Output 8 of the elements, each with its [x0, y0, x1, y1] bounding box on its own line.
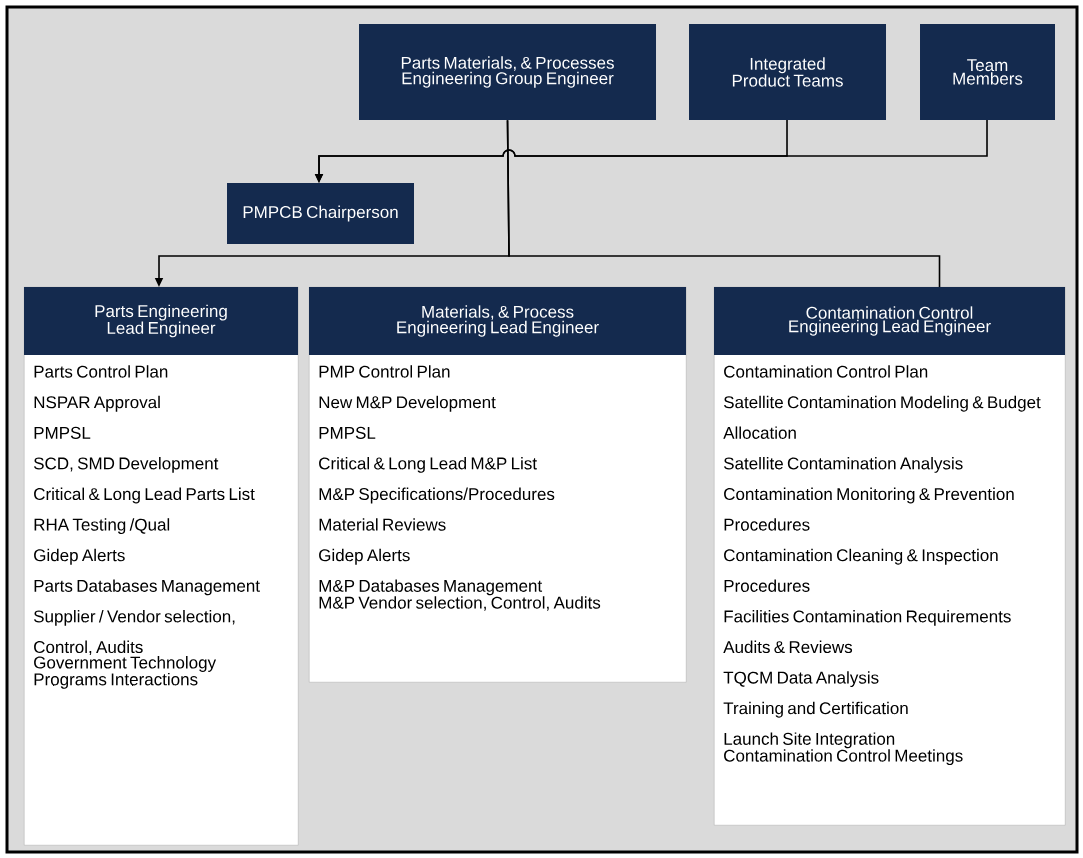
column-card: Materials, & Process Engineering Lead Engineer PMP Control Plan New M&P Development PMPSL Critical & Long Lead M&P List M&P Specifications/Procedures Material Reviews Gidep Alerts M&P Databases Management M&P Vendor selection, Control, Audits: [309, 287, 687, 683]
role-box: PMPCB Chairperson: [227, 183, 414, 244]
role-box: Integrated Product Teams: [689, 24, 886, 120]
column-card: Contamination Control Engineering Lead Engineer Contamination Control Plan Satellite Contamination Modeling & Budget Allocation Satellite Contamination Analysis Contamination Monitoring & Prevention Procedures Contamination Cleaning & Inspection Procedures Facilities Contamination Requirements Audits & Reviews TQCM Data Analysis Training and Certification Launch Site Integration Contamination Control Meetings: [714, 287, 1066, 826]
column-card: Parts Engineering Lead Engineer Parts Control Plan NSPAR Approval PMPSL SCD, SMD Development Critical & Long Lead Parts List RHA Testing /Qual Gidep Alerts Parts Databases Management Supplier / Vendor selection, Control, Audits Government Technology Programs Interactions: [24, 287, 299, 846]
role-box: Parts Materials, & Processes Engineering Group Engineer: [359, 24, 656, 120]
connector-line: [506, 119, 941, 288]
role-box: Team Members: [920, 24, 1055, 120]
